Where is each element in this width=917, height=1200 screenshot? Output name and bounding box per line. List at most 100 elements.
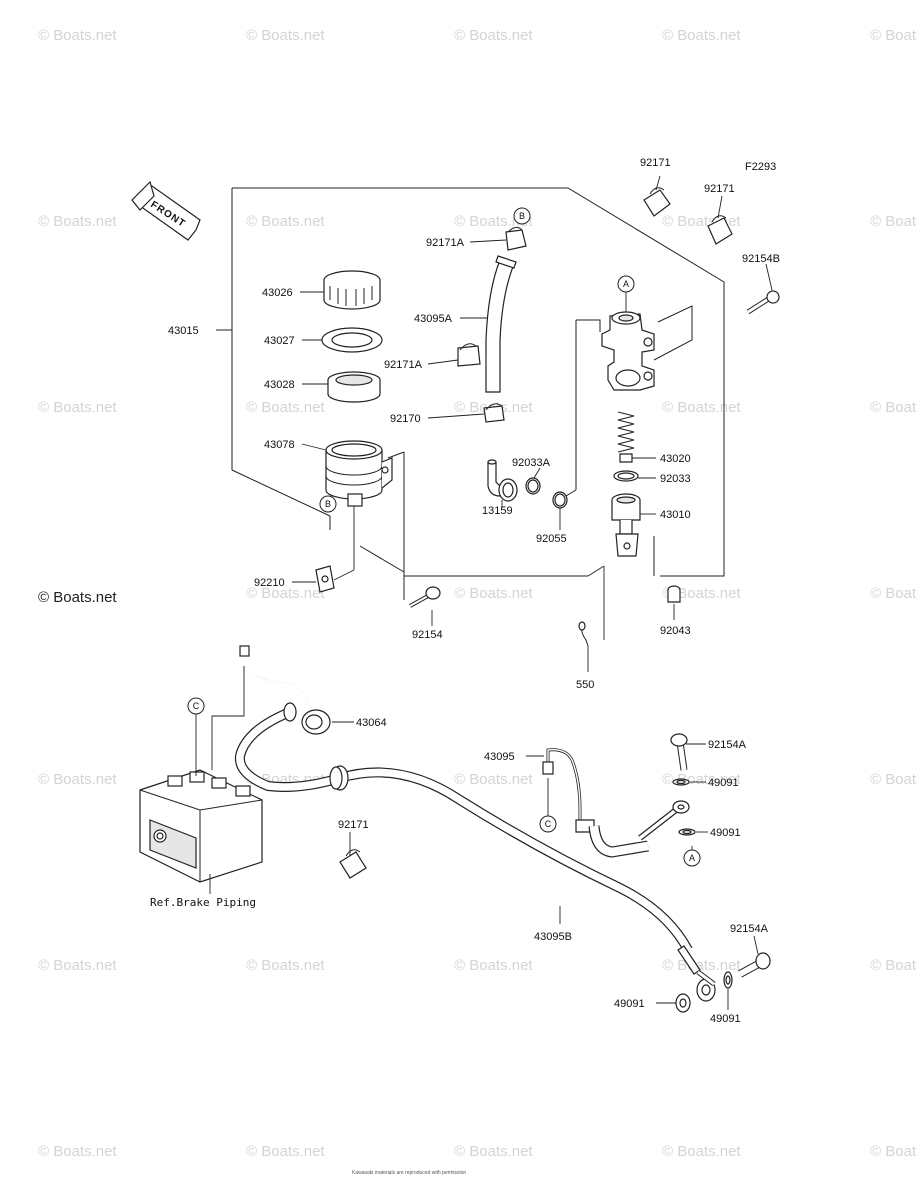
part-label: 92154B: [742, 253, 780, 265]
watermark: © Boats.net: [662, 213, 741, 230]
part-label: 43020: [660, 453, 691, 465]
watermark: © Boats.net: [38, 27, 117, 44]
watermark: © Boats.net: [246, 399, 325, 416]
front-arrow-icon: FRONT: [131, 180, 201, 241]
watermark: © Boats.net: [454, 1143, 533, 1160]
part-label: 43010: [660, 509, 691, 521]
callout-b-top: B: [513, 207, 531, 225]
ref-brake-piping-label: Ref.Brake Piping: [150, 896, 256, 909]
watermark: © Boats.net: [454, 27, 533, 44]
watermark-grid: © Boats.net © Boats.net © Boats.net © Bo…: [38, 27, 917, 1160]
watermark: © Boats.net: [454, 771, 533, 788]
part-label: 92170: [390, 413, 421, 425]
o-ring-92055: [552, 491, 568, 509]
part-label: 43095A: [414, 313, 453, 325]
clip-92171a-middle: [457, 343, 481, 367]
part-label: 92171: [640, 157, 671, 169]
watermark: © Boats.net: [38, 1143, 117, 1160]
watermark: © Boats.net: [662, 27, 741, 44]
part-label: 43026: [262, 287, 293, 299]
part-label: 92154A: [708, 739, 747, 751]
part-label: 92210: [254, 577, 285, 589]
bolt-92154a-upper: [670, 733, 688, 771]
part-label: 43078: [264, 439, 295, 451]
part-label: 92154: [412, 629, 443, 641]
pipe-fitting: [239, 645, 250, 657]
part-labels: 43015 43026 43027 43028 43078 92210 9215…: [150, 157, 780, 1025]
callout-a-top: A: [617, 275, 635, 293]
part-label: 43095: [484, 751, 515, 763]
abs-unit: [139, 769, 263, 883]
figure-code: F2293: [745, 161, 776, 173]
grommet-43064: [301, 709, 331, 735]
spring-43020: [617, 411, 635, 463]
part-label: 92033: [660, 473, 691, 485]
washer-49091-lower-1: [675, 993, 691, 1013]
watermark: © Boats.net: [870, 957, 917, 974]
svg-text:A: A: [623, 279, 629, 289]
reservoir-body: [325, 440, 393, 507]
watermark: © Boats.net: [246, 1143, 325, 1160]
watermark: © Boats.net: [38, 771, 117, 788]
part-label: 92171: [704, 183, 735, 195]
part-label: 92171A: [426, 237, 465, 249]
watermark-dark: © Boats.net: [38, 589, 117, 606]
diaphragm: [327, 371, 381, 403]
part-label: 92033A: [512, 457, 551, 469]
washer-49091-upper-1: [672, 778, 690, 786]
push-rod-43010: [611, 493, 641, 557]
ring-92033a: [525, 477, 541, 495]
watermark: © Boats.net: [246, 957, 325, 974]
pipe-43095: [542, 748, 690, 858]
cotter-pin-550: [578, 621, 589, 647]
watermark: © Boats.net: [870, 1143, 917, 1160]
callout-a-lower: A: [683, 849, 701, 867]
hose-43095b: [234, 702, 701, 975]
watermark: © Boats.net: [246, 27, 325, 44]
part-label: 92171A: [384, 359, 423, 371]
clip-92171-top-left: [643, 187, 671, 217]
assembly-outline: [216, 187, 725, 600]
part-label: 550: [576, 679, 594, 691]
diaphragm-plate: [321, 327, 383, 353]
footer-fine-print: Kawasaki materials are reproduced with p…: [352, 1170, 466, 1176]
part-label: 43028: [264, 379, 295, 391]
watermark: © Boats.net: [38, 957, 117, 974]
part-label: 49091: [710, 827, 741, 839]
pin-92043: [667, 585, 681, 603]
reservoir-cap: [323, 270, 381, 310]
part-label: 92043: [660, 625, 691, 637]
watermark: © Boats.net: [662, 585, 741, 602]
banjo-fitting-lower: [696, 970, 716, 1002]
part-label: 92154A: [730, 923, 769, 935]
part-label: 92055: [536, 533, 567, 545]
watermark: © Boats.net: [454, 213, 533, 230]
svg-text:C: C: [545, 819, 552, 829]
washer-49091-upper-2: [678, 828, 696, 836]
nut-92210: [315, 565, 335, 593]
watermark: © Boats.net: [662, 399, 741, 416]
bolt-92154: [409, 586, 441, 608]
part-label: 43015: [168, 325, 199, 337]
svg-text:B: B: [519, 211, 525, 221]
part-label: 49091: [614, 998, 645, 1010]
part-label: 13159: [482, 505, 513, 517]
bolt-92154a-lower: [738, 952, 771, 978]
elbow-fitting-13159: [487, 459, 518, 502]
ring-92033: [613, 470, 639, 482]
watermark: © Boats.net: [38, 399, 117, 416]
part-label: 49091: [708, 777, 739, 789]
clip-92171-lower: [339, 849, 367, 879]
svg-text:A: A: [689, 853, 695, 863]
watermark: © Boats.net: [662, 1143, 741, 1160]
watermark: © Boats.net: [246, 585, 325, 602]
watermark: © Boats.net: [246, 213, 325, 230]
watermark: © Boats.net: [870, 399, 917, 416]
watermark: © Boats.net: [454, 585, 533, 602]
clip-92171a-top: [505, 226, 527, 251]
callout-c-abs: C: [187, 697, 205, 715]
callout-c-pipe: C: [539, 815, 557, 833]
brake-pipe-upper: [243, 652, 309, 705]
watermark: © Boats.net: [38, 213, 117, 230]
watermark: © Boats.net: [870, 27, 917, 44]
